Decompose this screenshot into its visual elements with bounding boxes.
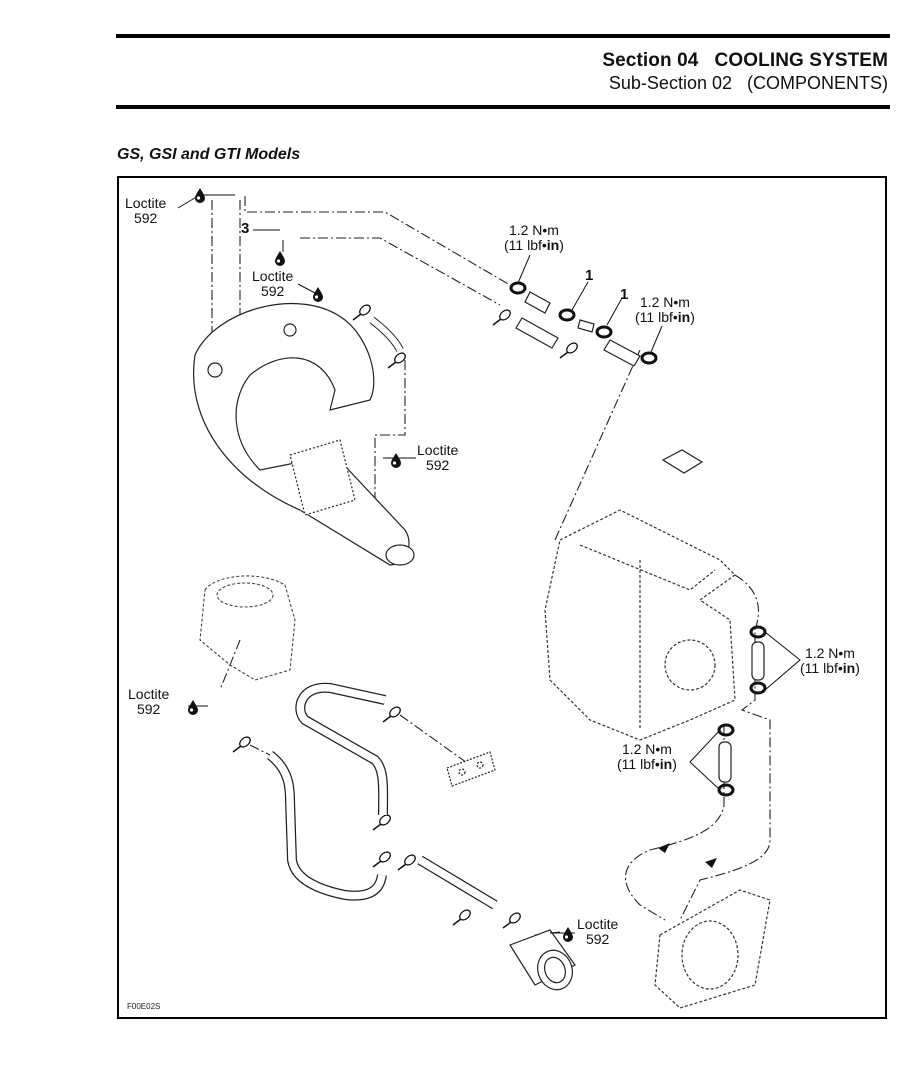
ride-plate-adapter (654, 889, 771, 1009)
clip-bracket (661, 449, 704, 474)
callout-number: 1 (620, 286, 629, 303)
hose-short (515, 317, 559, 349)
figure-frame (117, 176, 887, 1019)
header-top-rule (116, 34, 890, 38)
section-title: Section 04 COOLING SYSTEM (602, 50, 888, 71)
hose-short (603, 339, 641, 367)
torque-label: 1.2 N•m(11 lbf•in) (800, 645, 860, 676)
water-filter (509, 929, 576, 991)
tee-fitting (577, 319, 595, 333)
jet-pump-housing (199, 575, 296, 681)
header-bottom-rule (116, 105, 890, 109)
exhaust-manifold (193, 303, 415, 566)
hose-short (524, 291, 551, 314)
mount-plate (446, 751, 496, 787)
figure-title: GS, GSI and GTI Models (117, 146, 301, 163)
torque-label: 1.2 N•m(11 lbf•in) (504, 222, 564, 253)
callout-number: 3 (241, 220, 250, 237)
figure-id: F00E02S (127, 1002, 161, 1011)
callout-number: 1 (585, 267, 594, 284)
torque-label: 1.2 N•m(11 lbf•in) (635, 294, 695, 325)
subsection-title: Sub-Section 02 (COMPONENTS) (608, 73, 888, 93)
torque-label: 1.2 N•m(11 lbf•in) (617, 741, 677, 772)
engine (544, 509, 736, 741)
